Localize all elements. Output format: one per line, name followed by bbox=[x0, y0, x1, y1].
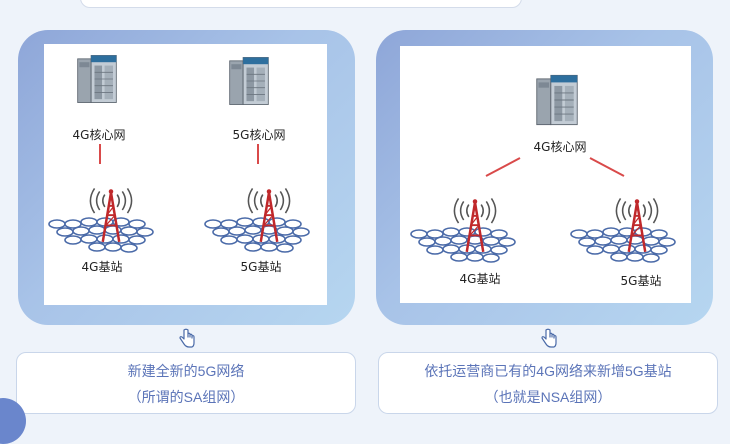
server-icon bbox=[536, 74, 578, 126]
sa-diagram-canvas: 4G核心网 5G核心网 4G基站 5G基站 bbox=[44, 44, 327, 305]
hexagon-cell-grid-icon bbox=[204, 217, 310, 253]
hexagon-cell-grid-icon bbox=[570, 227, 676, 263]
link-core-to-5g-station bbox=[589, 157, 625, 177]
top-content-card bbox=[80, 0, 522, 8]
hexagon-cell-grid-icon bbox=[410, 227, 516, 263]
station-4g-label: 4G基站 bbox=[81, 260, 123, 274]
pointer-hand-icon bbox=[541, 328, 557, 348]
nsa-caption-line2: （也就是NSA组网） bbox=[484, 389, 612, 405]
server-icon bbox=[229, 57, 269, 105]
server-icon bbox=[77, 55, 117, 103]
core-4g-label: 4G核心网 bbox=[533, 140, 587, 154]
sa-diagram bbox=[48, 55, 310, 253]
station-5g-label: 5G基站 bbox=[240, 260, 282, 274]
nsa-caption-line1: 依托运营商已有的4G网络来新增5G基站 bbox=[424, 363, 672, 379]
pointer-hand-icon bbox=[179, 328, 195, 348]
station-5g-label: 5G基站 bbox=[620, 274, 662, 288]
station-4g-label: 4G基站 bbox=[459, 272, 501, 286]
sa-caption-box: 新建全新的5G网络 （所谓的SA组网） bbox=[16, 352, 356, 414]
sa-caption-line1: 新建全新的5G网络 bbox=[127, 363, 245, 379]
hexagon-cell-grid-icon bbox=[48, 217, 154, 253]
core-4g-label: 4G核心网 bbox=[72, 128, 126, 142]
nsa-diagram bbox=[410, 74, 676, 263]
sa-caption-line2: （所谓的SA组网） bbox=[127, 389, 245, 405]
nsa-diagram-canvas: 4G核心网 4G基站 5G基站 bbox=[400, 46, 691, 303]
core-5g-label: 5G核心网 bbox=[232, 128, 286, 142]
sa-diagram-panel: 4G核心网 5G核心网 4G基站 5G基站 bbox=[18, 30, 355, 325]
link-core-to-4g-station bbox=[485, 157, 521, 177]
nsa-caption-box: 依托运营商已有的4G网络来新增5G基站 （也就是NSA组网） bbox=[378, 352, 718, 414]
nsa-diagram-panel: 4G核心网 4G基站 5G基站 bbox=[376, 30, 713, 325]
